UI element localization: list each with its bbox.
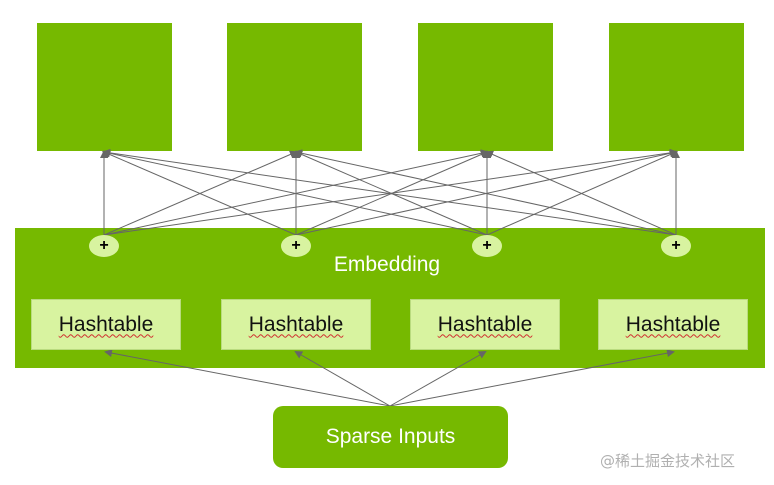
watermark: @稀土掘金技术社区 [600, 452, 736, 470]
hashtable-box-4: Hashtable [598, 299, 748, 350]
hashtable-label: Hashtable [248, 312, 344, 336]
arrow-input-to-hashtable-3 [389, 351, 487, 407]
embedding-label: Embedding [333, 253, 441, 276]
output-box-1 [37, 23, 172, 151]
sparse-inputs-label: Sparse Inputs [325, 425, 456, 448]
hashtable-label: Hashtable [625, 312, 721, 336]
arrow-plus-4-to-box-2 [294, 149, 677, 236]
arrow-plus-2-to-box-1 [102, 150, 297, 236]
arrow-plus-3-to-box-1 [102, 149, 488, 236]
sum-node-4: + [661, 235, 691, 257]
arrow-plus-4-to-box-3 [485, 150, 677, 236]
arrow-input-to-hashtable-1 [104, 349, 391, 407]
sum-node-1: + [89, 235, 119, 257]
sum-node-2: + [281, 235, 311, 257]
hashtable-box-1: Hashtable [31, 299, 181, 350]
hashtable-label: Hashtable [58, 312, 154, 336]
arrow-plus-4-to-box-1 [102, 148, 677, 236]
hashtable-box-2: Hashtable [221, 299, 371, 350]
sparse-inputs-box: Sparse Inputs [273, 406, 508, 468]
hashtable-label: Hashtable [437, 312, 533, 336]
hashtable-box-3: Hashtable [410, 299, 560, 350]
output-box-2 [227, 23, 362, 151]
output-box-4 [609, 23, 744, 151]
arrow-input-to-hashtable-2 [294, 351, 391, 407]
output-box-3 [418, 23, 553, 151]
sum-node-3: + [472, 235, 502, 257]
arrow-input-to-hashtable-4 [389, 349, 675, 407]
